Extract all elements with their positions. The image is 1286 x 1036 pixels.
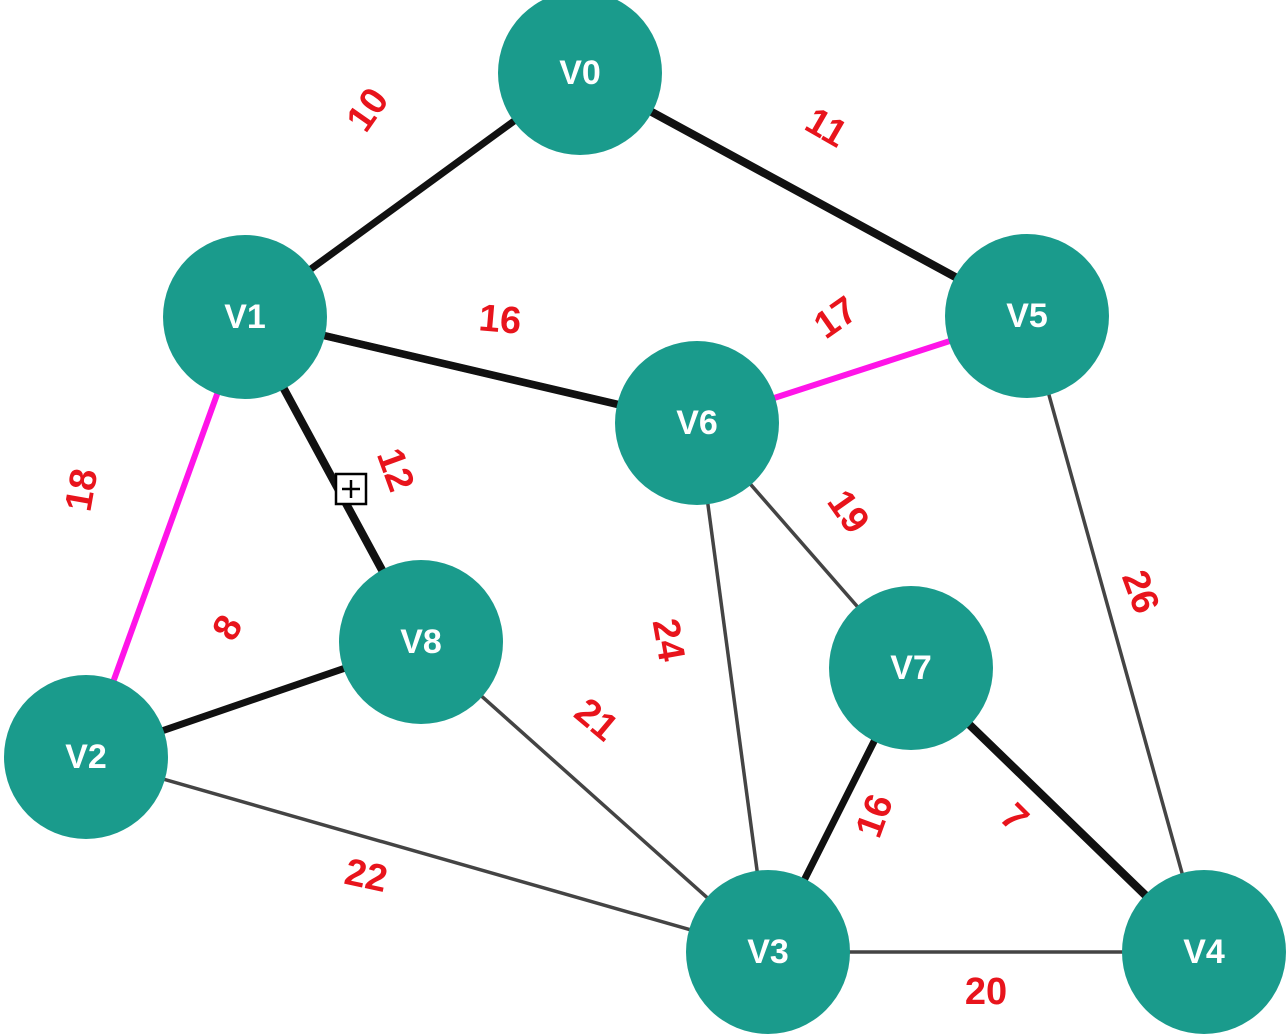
edge-weights-layer: 10 11 16 12 18 17 8 19 24 26 21 22 16 7 20 [58,81,1167,1013]
edge-v6-v3 [695,422,770,953]
node-v0[interactable]: V0 [498,0,662,155]
edge-weight-v3-v4: 20 [965,971,1007,1013]
edge-weight-v2-v8: 8 [205,608,252,647]
edge-weight-v6-v3: 24 [644,616,693,665]
edge-weight-v8-v3: 21 [566,690,625,749]
edges-layer [82,69,1208,956]
node-circle[interactable] [945,234,1109,398]
node-circle[interactable] [829,586,993,750]
node-label: V2 [65,738,107,776]
node-v8[interactable]: V8 [339,560,503,724]
node-v7[interactable]: V7 [829,586,993,750]
edge-weight-v5-v6: 17 [807,289,866,348]
node-v5[interactable]: V5 [945,234,1109,398]
node-circle[interactable] [615,341,779,505]
edge-weight-v0-v5: 11 [798,100,854,156]
edge-weight-v1-v8: 12 [368,443,422,497]
node-circle[interactable] [686,870,850,1034]
node-circle[interactable] [498,0,662,155]
edge-weight-v0-v1: 10 [339,81,398,140]
node-circle[interactable] [4,675,168,839]
expand-handle[interactable] [334,472,368,506]
edge-weight-v6-v7: 19 [819,483,878,542]
node-label: V8 [400,623,442,661]
edge-weight-v2-v3: 22 [341,851,391,901]
node-label: V6 [676,404,718,442]
edge-weight-v1-v6: 16 [477,297,523,343]
node-label: V5 [1006,297,1048,335]
node-circle[interactable] [1122,870,1286,1034]
edge-weight-v7-v3: 16 [848,789,902,843]
edge-weight-v7-v4: 7 [992,796,1037,841]
edge-v2-v3 [85,755,769,954]
node-v1[interactable]: V1 [163,235,327,399]
edge-v5-v4 [1025,315,1206,953]
node-label: V0 [559,54,601,92]
edge-weight-v1-v2: 18 [58,466,107,515]
edge-v0-v5 [576,69,1031,320]
node-circle[interactable] [163,235,327,399]
node-circle[interactable] [339,560,503,724]
node-label: V4 [1183,933,1225,971]
node-v4[interactable]: V4 [1122,870,1286,1034]
edge-weight-v5-v4: 26 [1113,565,1167,619]
node-label: V1 [224,298,266,336]
node-v6[interactable]: V6 [615,341,779,505]
node-label: V3 [747,933,789,971]
node-v3[interactable]: V3 [686,870,850,1034]
node-label: V7 [890,649,932,687]
node-v2[interactable]: V2 [4,675,168,839]
